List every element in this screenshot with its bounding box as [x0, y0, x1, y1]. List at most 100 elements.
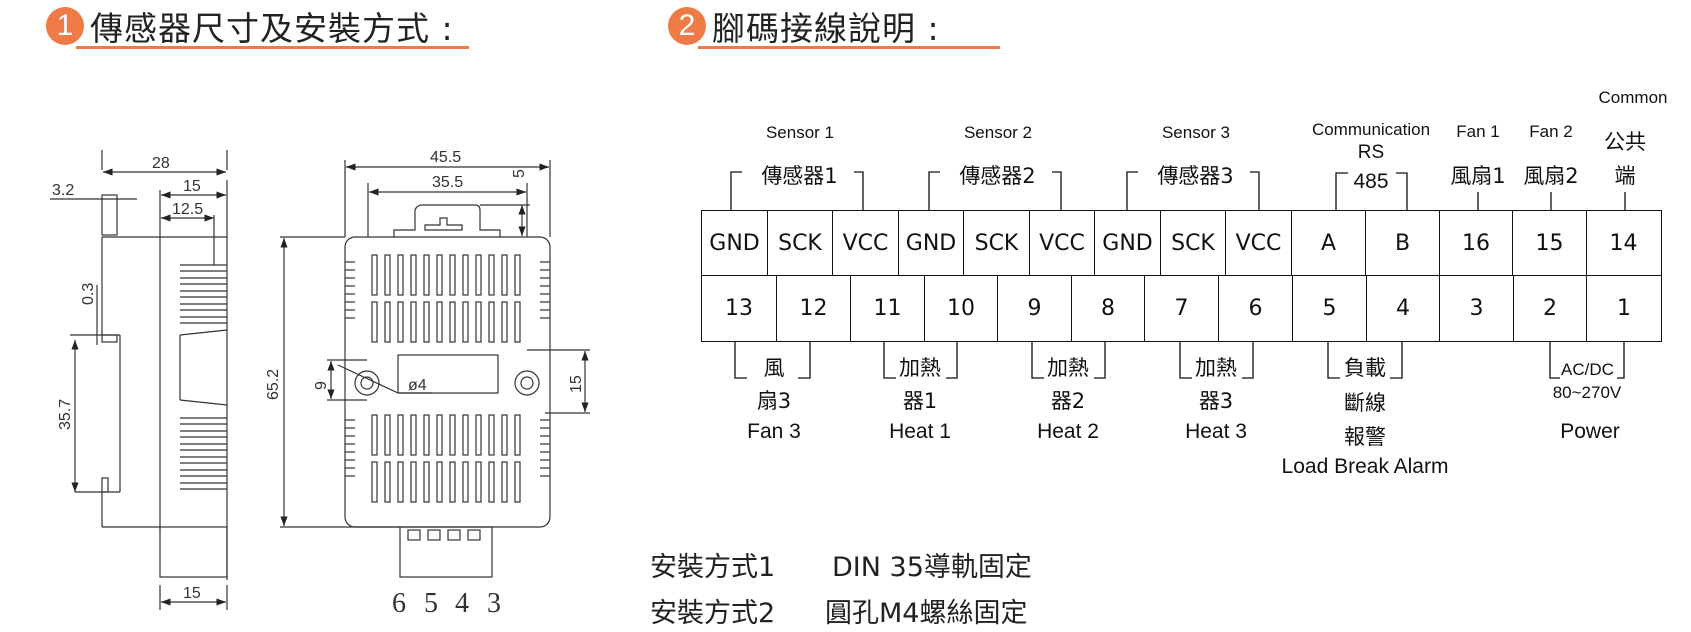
dim-label: 28 [152, 155, 170, 172]
side-view-labels: 28 15 12.5 3.2 0.3 35.7 15 [52, 155, 203, 602]
label-common-en: Common [1598, 88, 1668, 107]
label-heat3-en: Heat 3 [1185, 420, 1247, 443]
terminal-number: 3 [487, 588, 501, 619]
dim-label: 0.3 [80, 283, 97, 305]
pin-cell: 13 [701, 275, 777, 342]
label-comm-485: 485 [1353, 170, 1389, 193]
label-sensor3-en: Sensor 3 [1161, 123, 1231, 142]
pin-cell: GND [1094, 210, 1161, 277]
pin-cell: 10 [923, 275, 999, 342]
pin-cell: 11 [850, 275, 925, 342]
label-common-zh2: 端 [1614, 164, 1636, 188]
step-badge-2: 2 [668, 7, 706, 45]
label-fan1-zh: 風扇1 [1450, 164, 1506, 188]
pin-cell: 3 [1439, 275, 1514, 342]
section1-title: 1 傳感器尺寸及安裝方式 : [46, 4, 454, 48]
pin-bottom-row: 13 12 11 10 9 8 7 6 5 4 3 2 1 [701, 275, 1662, 342]
section2-heading: 腳碼接線說明 : [712, 9, 940, 48]
side-view-drawing [50, 150, 228, 610]
pin-cell: 12 [775, 275, 852, 342]
label-alarm-zh3: 報警 [1344, 425, 1386, 449]
label-sensor1-en: Sensor 1 [765, 123, 835, 142]
dim-label: 9 [313, 381, 330, 390]
label-power-acdc: AC/DC [1561, 360, 1614, 379]
front-view-drawing [280, 160, 590, 578]
pin-cell: SCK [963, 210, 1030, 277]
front-view-labels: 45.5 35.5 5 65.2 9 ø4 15 [265, 149, 585, 400]
pin-cell: GND [897, 210, 965, 277]
pin-cell: 9 [997, 275, 1072, 342]
label-sensor2-zh: 傳感器2 [959, 164, 1036, 188]
pin-cell: 2 [1512, 275, 1588, 342]
install-method1-label: 安裝方式1 [650, 552, 776, 583]
install-method1-value: DIN 35導軌固定 [832, 552, 1032, 583]
pin-cell: B [1365, 210, 1440, 277]
label-fan3-en: Fan 3 [747, 420, 801, 443]
label-fan3-zh2: 扇3 [756, 389, 792, 413]
pin-cell: VCC [1028, 210, 1096, 277]
dim-label: 3.2 [52, 182, 74, 199]
label-sensor2-en: Sensor 2 [963, 123, 1033, 142]
pin-cell: 5 [1292, 275, 1367, 342]
label-heat3-zh2: 器3 [1198, 389, 1234, 413]
dim-label: 35.7 [57, 399, 74, 430]
label-comm-rs: RS [1357, 142, 1385, 163]
pin-cell: 8 [1070, 275, 1146, 342]
pin-cell: 4 [1365, 275, 1441, 342]
dim-label: 12.5 [172, 201, 203, 218]
pin-cell: SCK [1159, 210, 1227, 277]
section2-title: 2 腳碼接線說明 : [668, 4, 940, 48]
label-heat1-zh1: 加熱 [899, 356, 941, 380]
label-comm-en: Communication [1311, 120, 1431, 139]
label-power-voltage: 80~270V [1552, 383, 1622, 402]
section1-underline [76, 46, 469, 49]
step-badge-1: 1 [46, 7, 84, 45]
install-method2-label: 安裝方式2 [650, 598, 776, 629]
label-power-en: Power [1560, 420, 1620, 443]
dim-label: 35.5 [432, 174, 463, 191]
label-heat2-zh1: 加熱 [1047, 356, 1089, 380]
label-common-zh: 公共 [1604, 130, 1646, 154]
terminal-number: 6 [392, 588, 406, 619]
label-fan2-zh: 風扇2 [1523, 164, 1579, 188]
terminal-number: 5 [424, 588, 438, 619]
terminal-numbers: 6 5 4 3 [392, 588, 501, 619]
dim-label: ø4 [408, 377, 427, 394]
dim-label: 15 [183, 585, 201, 602]
pin-cell: 15 [1512, 210, 1587, 277]
pin-cell: 7 [1144, 275, 1219, 342]
pin-cell: GND [701, 210, 768, 277]
label-heat1-en: Heat 1 [889, 420, 951, 443]
section2-underline [698, 46, 1000, 49]
pin-cell: 14 [1585, 210, 1662, 277]
pin-cell: VCC [832, 210, 899, 277]
label-alarm-zh1: 負載 [1344, 356, 1386, 380]
label-alarm-en: Load Break Alarm [1281, 455, 1449, 478]
dimension-drawings: 28 15 12.5 3.2 0.3 35.7 15 [50, 149, 590, 619]
pin-cell: A [1290, 210, 1367, 277]
dim-label: 65.2 [265, 369, 282, 400]
label-fan2-en: Fan 2 [1529, 122, 1573, 141]
label-sensor3-zh: 傳感器3 [1157, 164, 1234, 188]
dim-label: 45.5 [430, 149, 461, 166]
label-alarm-zh2: 斷線 [1344, 391, 1386, 415]
pin-cell: VCC [1225, 210, 1292, 277]
dim-label: 5 [511, 169, 528, 178]
terminal-number: 4 [455, 588, 469, 619]
pin-cell: 16 [1438, 210, 1514, 277]
pin-cell: 6 [1217, 275, 1294, 342]
pin-cell: SCK [766, 210, 834, 277]
label-heat1-zh2: 器1 [902, 389, 938, 413]
dim-label: 15 [568, 375, 585, 393]
section1-heading: 傳感器尺寸及安裝方式 : [90, 9, 454, 48]
pin-top-row: GND SCK VCC GND SCK VCC GND SCK VCC A B … [701, 210, 1662, 277]
label-sensor1-zh: 傳感器1 [761, 164, 838, 188]
label-heat2-zh2: 器2 [1050, 389, 1086, 413]
dim-label: 15 [183, 178, 201, 195]
label-heat3-zh1: 加熱 [1195, 356, 1237, 380]
label-heat2-en: Heat 2 [1037, 420, 1099, 443]
pin-cell: 1 [1586, 275, 1662, 342]
label-fan1-en: Fan 1 [1456, 122, 1500, 141]
install-method2-value: 圓孔M4螺絲固定 [825, 598, 1028, 629]
label-fan3-zh1: 風 [763, 356, 785, 380]
